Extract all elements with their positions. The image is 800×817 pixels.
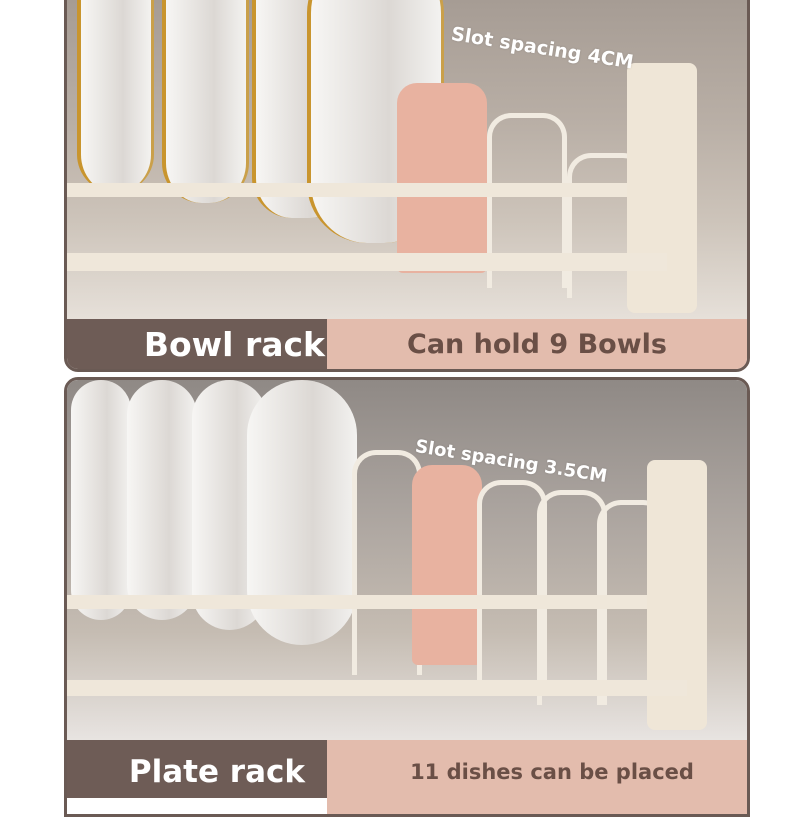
bowl-image [77,0,154,193]
rack-wire [487,113,567,288]
bowl-rack-photo [67,0,747,319]
pink-slot-divider [412,465,482,665]
rack-rail [67,595,647,609]
plate-rack-panel: Slot spacing 3.5CM Plate rack 11 dishes … [64,377,750,817]
plate-image [127,380,197,620]
rack-rail [67,680,687,696]
rack-rail [67,183,627,197]
panel-title: Bowl rack [67,319,327,369]
bowl-image [162,0,249,203]
plate-rack-photo [67,380,747,740]
rack-wire [477,480,547,695]
plate-image [71,380,131,620]
rack-rail [67,253,667,271]
panel-caption: 11 dishes can be placed [327,740,747,814]
bowl-rack-panel: Slot spacing 4CM Bowl rack Can hold 9 Bo… [64,0,750,372]
panel-title: Plate rack [67,740,327,798]
pink-slot-divider [397,83,487,273]
panel-caption: Can hold 9 Bowls [327,319,747,369]
rack-side-frame [627,63,697,313]
